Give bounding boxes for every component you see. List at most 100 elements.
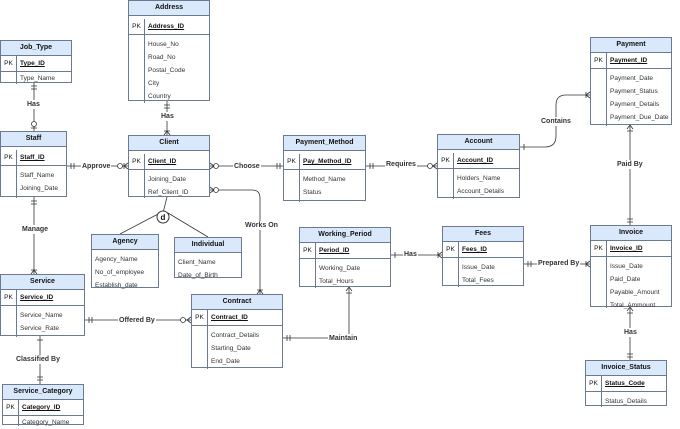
attribute: Road_No: [148, 54, 176, 61]
pk-row: PK Fees_ID: [443, 242, 523, 258]
primary-key: Service_ID: [20, 294, 54, 301]
entity-title: Payment: [591, 38, 671, 53]
entity-service-category[interactable]: Service_Category PK Category_ID Category…: [2, 384, 84, 426]
pk-marker: PK: [591, 241, 607, 256]
label-maintain: Maintain: [328, 334, 359, 343]
attribute: Country: [148, 93, 171, 100]
attribute: Date_of_Birth: [178, 272, 218, 279]
attribute: Service_Rate: [20, 325, 60, 332]
attribute-list: Issue_Date Paid_Date Payable_Amount Tota…: [606, 257, 671, 309]
entity-title: Client: [129, 136, 209, 151]
attribute-list: Payment_Date Payment_Status Payment_Deta…: [606, 69, 671, 126]
attribute: Staff_Name: [20, 172, 55, 179]
entity-individual[interactable]: Individual Client_Name Date_of_Birth: [174, 237, 242, 280]
primary-key: Client_ID: [148, 158, 177, 165]
attribute: No_of_employee: [95, 269, 145, 276]
pk-row: PK Payment_ID: [591, 53, 671, 69]
label-manage: Manage: [21, 225, 50, 234]
label-has-address: Has: [160, 112, 175, 121]
attribute: Status_Details: [605, 398, 647, 405]
attribute: Issue_Date: [610, 263, 643, 270]
pk-marker: PK: [1, 56, 17, 71]
primary-key: Fees_ID: [462, 246, 487, 253]
attribute: Total_Ammount: [610, 302, 656, 309]
attribute: Agency_Name: [95, 256, 138, 263]
pk-row: PK Invoice_ID: [591, 241, 671, 257]
attribute: Status: [303, 189, 322, 196]
entity-title: Payment_Method: [284, 136, 365, 151]
pk-marker: PK: [443, 242, 459, 257]
attribute: Account_Details: [457, 188, 504, 195]
entity-payment-method[interactable]: Payment_Method PK Pay_Method_ID Method_N…: [283, 135, 366, 202]
attribute: End_Date: [211, 358, 240, 365]
entity-job-type[interactable]: Job_Type PK Type_ID Type_Name: [0, 40, 72, 84]
pk-marker: PK: [1, 290, 17, 305]
pk-row: PK Staff_ID: [1, 150, 66, 166]
pk-row: PK Contract_ID: [192, 310, 282, 326]
attribute: Ref_Client_ID: [148, 189, 189, 196]
attribute-list: Issue_Date Total_Fees: [458, 258, 523, 287]
entity-address[interactable]: Address PK Address_ID House_No Road_No P…: [128, 0, 210, 103]
entity-title: Individual: [175, 238, 241, 253]
pk-marker: PK: [284, 154, 300, 169]
pk-marker: PK: [591, 53, 607, 68]
entity-account[interactable]: Account PK Account_ID Holders_Name Accou…: [437, 134, 520, 199]
entity-title: Invoice_Status: [586, 361, 666, 376]
disjoint-symbol: d: [161, 213, 166, 222]
label-offered-by: Offered By: [118, 316, 156, 325]
pk-marker: PK: [129, 154, 145, 169]
primary-key: Address_ID: [148, 23, 185, 30]
pk-row: PK Client_ID: [129, 154, 209, 170]
primary-key: Period_ID: [319, 247, 350, 254]
entity-title: Working_Period: [300, 228, 390, 243]
attribute: Issue_Date: [462, 264, 495, 271]
label-prepared-by: Prepared By: [537, 259, 581, 268]
pk-marker: PK: [300, 243, 316, 258]
primary-key: Contract_ID: [211, 314, 248, 321]
label-works-on: Works On: [244, 221, 279, 230]
attribute: Starting_Date: [211, 345, 251, 352]
attribute: Total_Fees: [462, 277, 494, 284]
attribute: Payment_Due_Date: [610, 114, 669, 121]
pk-marker: PK: [129, 19, 145, 34]
entity-staff[interactable]: Staff PK Staff_ID Staff_Name Joining_Dat…: [0, 131, 67, 198]
pk-row: PK Account_ID: [438, 153, 519, 169]
attribute: Total_Hours: [319, 278, 354, 285]
entity-payment[interactable]: Payment PK Payment_ID Payment_Date Payme…: [590, 37, 672, 126]
primary-key: Payment_ID: [610, 57, 648, 64]
pk-marker: PK: [3, 400, 19, 415]
entity-client[interactable]: Client PK Client_ID Joining_Date Ref_Cli…: [128, 135, 210, 198]
attribute: Payment_Details: [610, 101, 660, 108]
entity-title: Staff: [1, 132, 66, 147]
attribute: Client_Name: [178, 259, 216, 266]
attribute: Postal_Code: [148, 67, 186, 74]
attribute: Payment_Date: [610, 75, 653, 82]
entity-agency[interactable]: Agency Agency_Name No_of_employee Establ…: [91, 234, 159, 290]
entity-contract[interactable]: Contract PK Contract_ID Contract_Details…: [191, 294, 283, 369]
pk-row: PK Category_ID: [3, 400, 83, 416]
label-classified-by: Classified By: [15, 355, 61, 364]
primary-key: Category_ID: [22, 404, 61, 411]
entity-service[interactable]: Service PK Service_ID Service_Name Servi…: [0, 274, 85, 337]
label-choose: Choose: [233, 162, 261, 171]
entity-invoice-status[interactable]: Invoice_Status PK Status_Code Status_Det…: [585, 360, 667, 407]
attribute: Establish_date: [95, 282, 138, 289]
primary-key: Staff_ID: [20, 154, 45, 161]
attribute-list: Status_Details: [601, 392, 666, 407]
entity-title: Address: [129, 1, 209, 16]
pk-row: PK Pay_Method_ID: [284, 154, 365, 170]
attribute-list: Working_Date Total_Hours: [315, 259, 390, 288]
attribute-list: Client_Name Date_of_Birth: [175, 253, 241, 280]
label-requires: Requires: [385, 160, 417, 169]
attribute: Type_Name: [20, 75, 56, 82]
pk-marker: PK: [586, 376, 602, 391]
attribute-list: Holders_Name Account_Details: [453, 169, 519, 199]
attribute: Service_Name: [20, 312, 63, 319]
attribute-list: Joining_Date Ref_Client_ID: [144, 170, 209, 198]
attribute-list: Agency_Name No_of_employee Establish_dat…: [92, 250, 158, 290]
entity-working-period[interactable]: Working_Period PK Period_ID Working_Date…: [299, 227, 391, 288]
label-approve: Approve: [81, 162, 112, 171]
entity-fees[interactable]: Fees PK Fees_ID Issue_Date Total_Fees: [442, 226, 524, 287]
entity-invoice[interactable]: Invoice PK Invoice_ID Issue_Date Paid_Da…: [590, 225, 672, 309]
attribute: City: [148, 80, 160, 87]
